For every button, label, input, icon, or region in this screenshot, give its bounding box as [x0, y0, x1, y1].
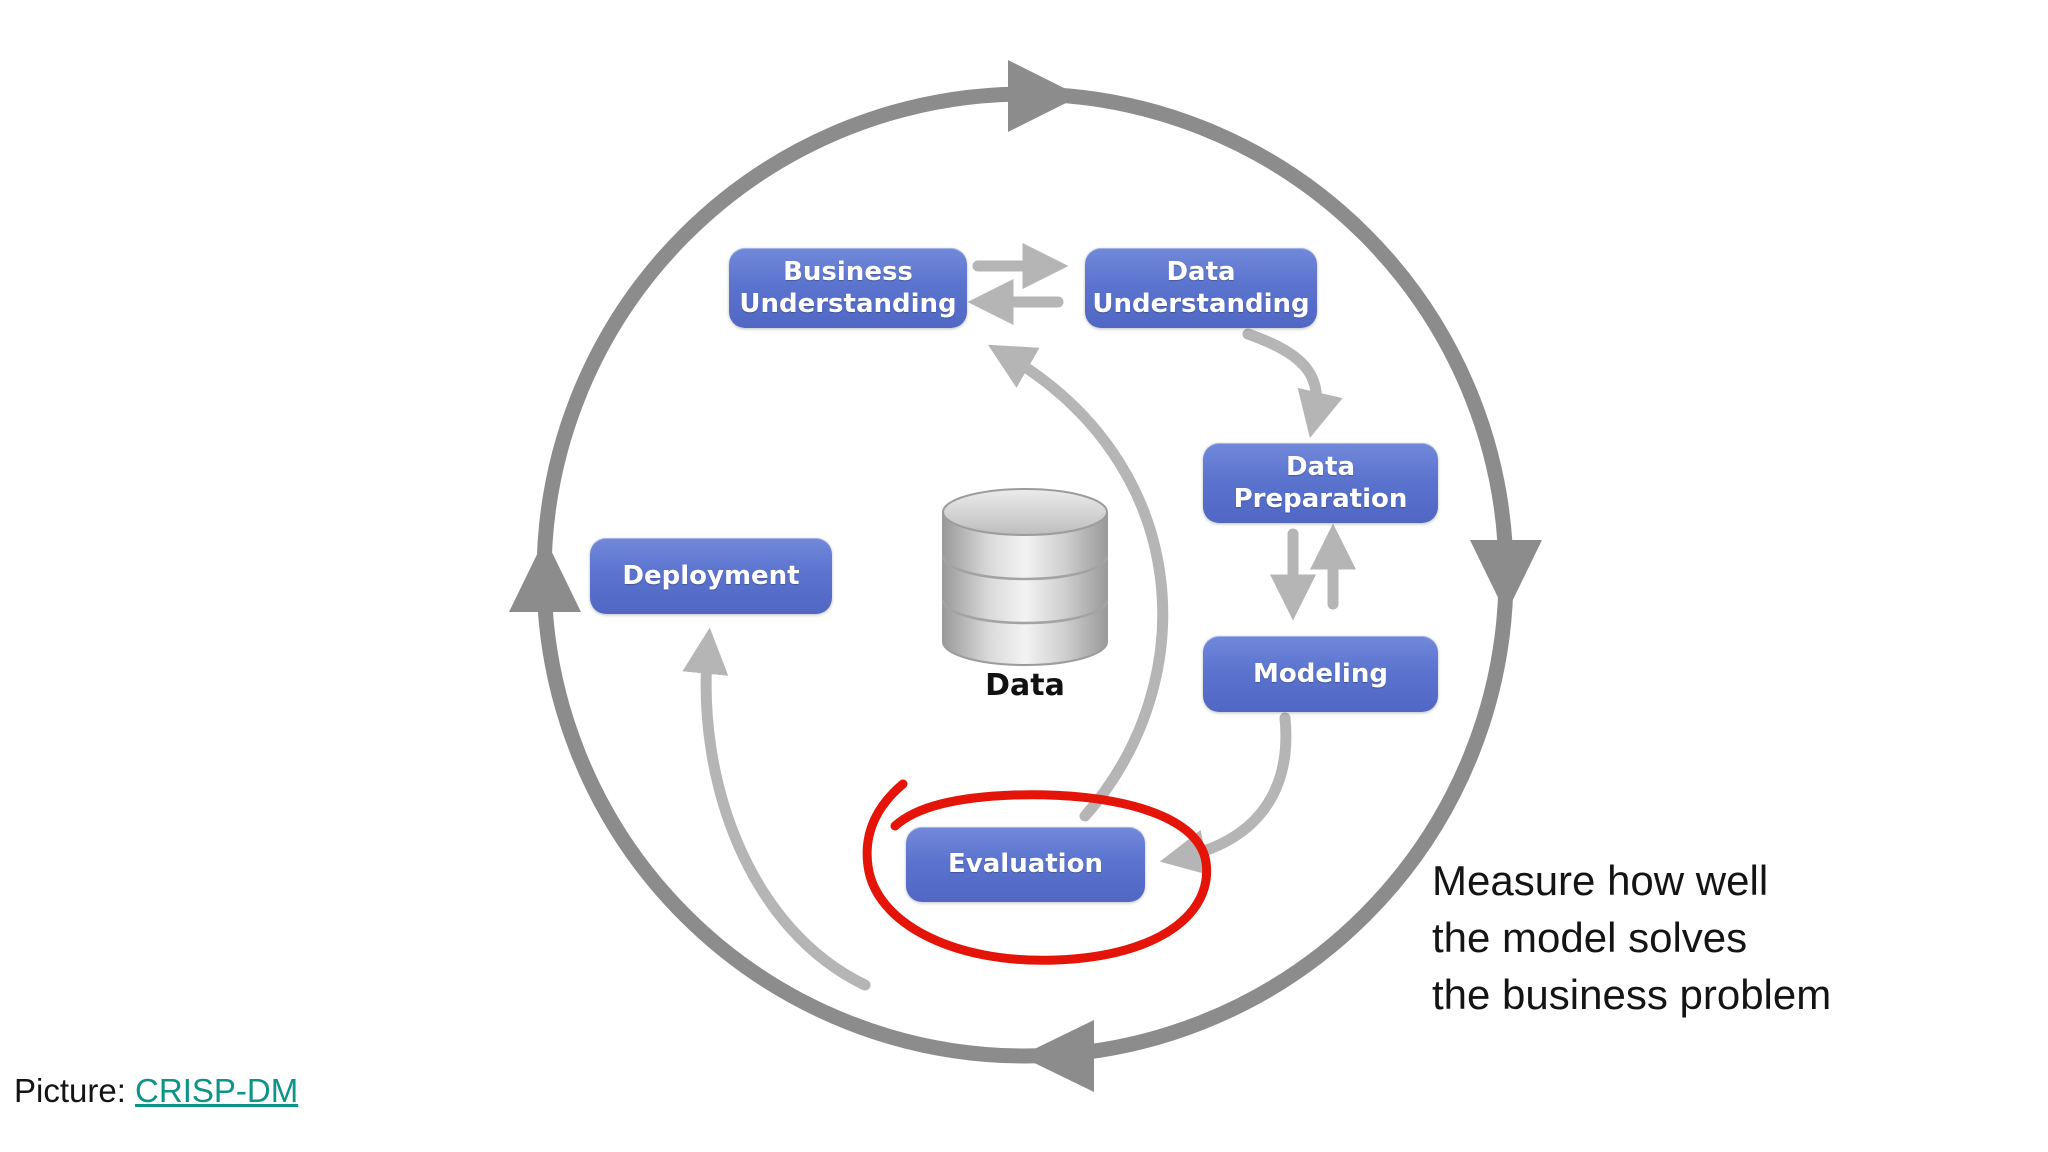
arrow-evaluation-to-business-understanding — [987, 344, 1169, 822]
picture-caption: Picture: CRISP-DM — [14, 1072, 298, 1110]
node-modeling: Modeling — [1203, 636, 1438, 712]
caption-prefix: Picture: — [14, 1072, 136, 1109]
database-icon — [941, 488, 1109, 666]
crisp-dm-link[interactable]: CRISP-DM — [135, 1072, 299, 1109]
cycle-arrowhead-right — [1470, 540, 1542, 614]
arrow-data-understanding-to-preparation — [1242, 328, 1343, 439]
node-deployment: Deployment — [590, 538, 832, 614]
cycle-arrowhead-top — [1008, 60, 1080, 132]
node-business-understanding: Business Understanding — [729, 248, 967, 328]
arrow-evaluation-to-deployment — [682, 627, 871, 991]
cycle-arrowhead-left — [509, 538, 581, 612]
node-data-preparation: Data Preparation — [1203, 443, 1438, 523]
cycle-arrowhead-bottom — [1020, 1020, 1094, 1092]
node-data-understanding: Data Understanding — [1085, 248, 1317, 328]
annotation-text: Measure how well the model solves the bu… — [1432, 857, 1832, 1019]
data-store-label: Data — [985, 668, 1065, 703]
node-evaluation: Evaluation — [906, 827, 1145, 902]
highlight-circle-evaluation — [862, 779, 1212, 965]
